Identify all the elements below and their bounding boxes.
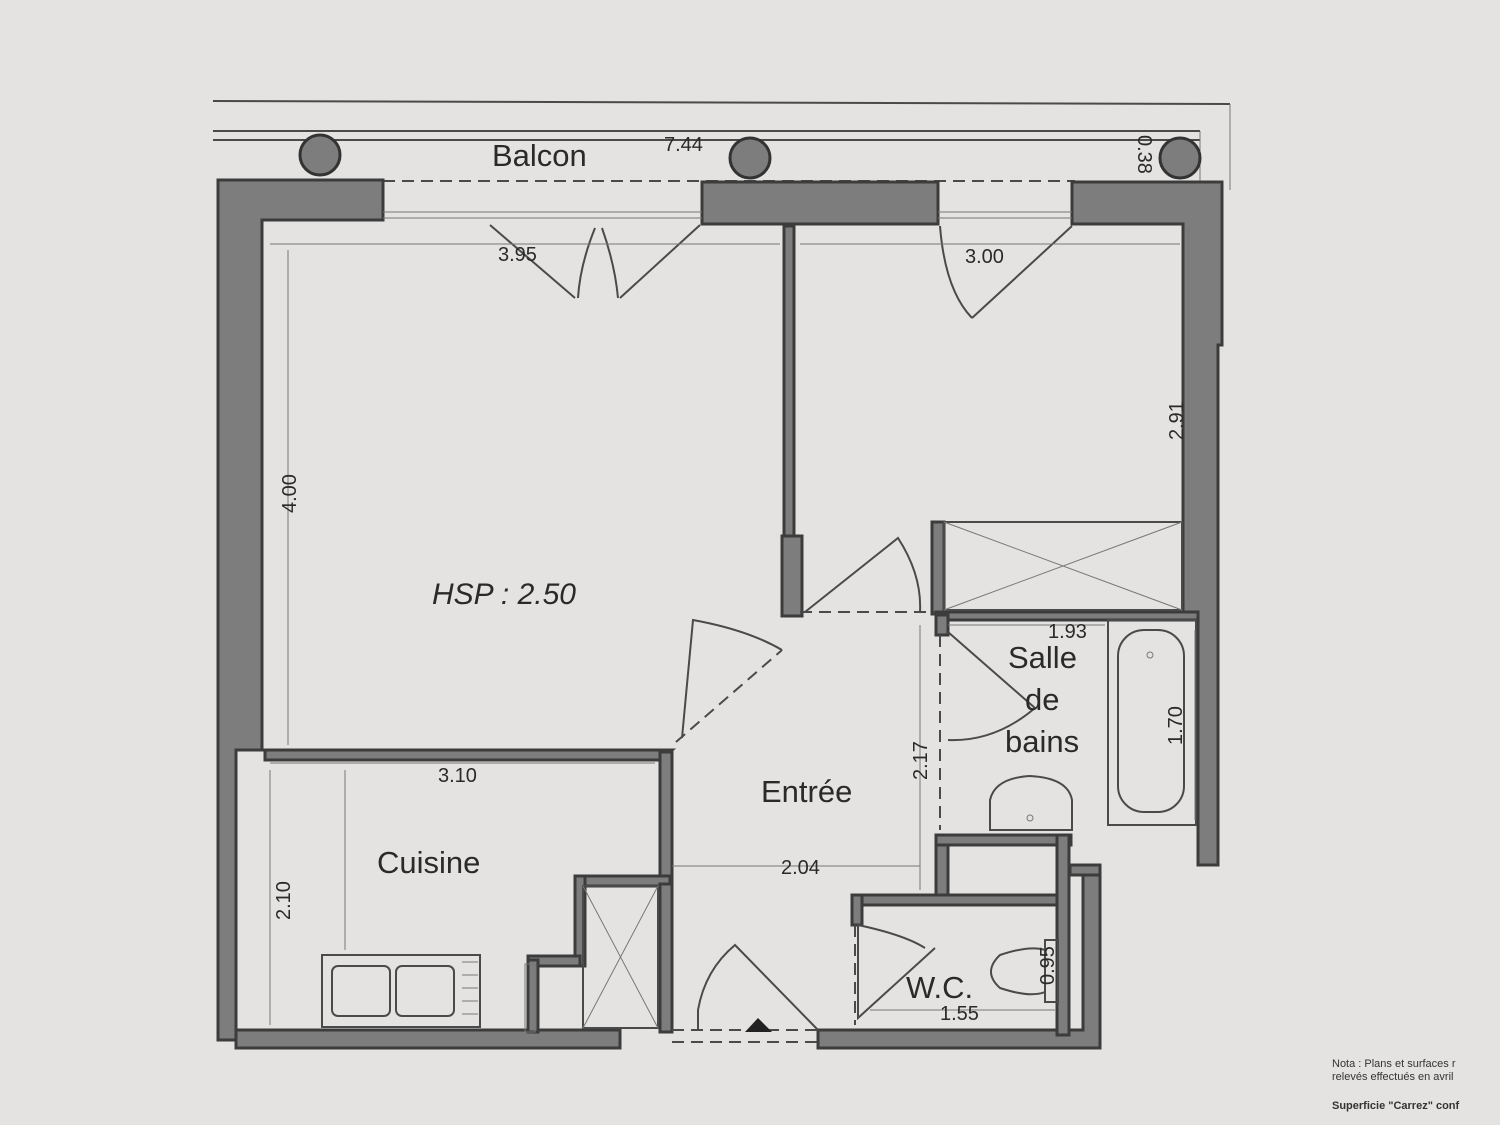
note-line-2: relevés effectués en avril <box>1332 1071 1454 1083</box>
bedroom-closet <box>943 521 1183 611</box>
dim-living-height: 4.00 <box>279 474 301 513</box>
dim-kitchen-width: 3.10 <box>438 765 477 787</box>
note-line-3: Superficie "Carrez" conf <box>1332 1100 1460 1112</box>
entrance-label: Entrée <box>761 774 852 809</box>
dim-bathtub-length: 1.70 <box>1165 706 1187 745</box>
ceiling-height-label: HSP : 2.50 <box>432 578 576 611</box>
bathtub <box>1107 619 1197 826</box>
balcony-label: Balcon <box>492 138 587 173</box>
exterior-walls <box>216 178 1224 1050</box>
bathroom-label-line2: de <box>1025 682 1059 717</box>
kitchen-closet <box>582 885 659 1029</box>
doors <box>489 224 1073 1043</box>
balcony <box>212 100 1231 190</box>
dim-living-width: 3.95 <box>498 244 537 266</box>
dim-entrance-width: 2.04 <box>781 857 820 879</box>
balcony-column-left <box>298 133 342 177</box>
entrance-arrow <box>745 1018 772 1032</box>
dim-bedroom-height: 2.91 <box>1166 401 1188 440</box>
kitchen-label: Cuisine <box>377 845 480 880</box>
dim-entrance-height: 2.17 <box>910 741 932 780</box>
window-openings <box>383 211 1072 219</box>
dim-wc-depth: 0.95 <box>1037 946 1059 985</box>
balcony-column-right <box>1158 136 1202 180</box>
dim-wc-width: 1.55 <box>940 1003 979 1025</box>
dim-balcony-depth: 0.38 <box>1133 135 1155 174</box>
bathroom-label-line3: bains <box>1005 724 1079 759</box>
note-line-1: Nota : Plans et surfaces r <box>1332 1058 1456 1070</box>
bathroom-label-line1: Salle <box>1008 640 1077 675</box>
wc-label: W.C. <box>906 970 973 1005</box>
plan-note: Nota : Plans et surfaces r relevés effec… <box>1332 1058 1459 1113</box>
washbasin <box>989 774 1073 831</box>
dim-kitchen-height: 2.10 <box>273 881 295 920</box>
interior-walls <box>263 224 1200 1037</box>
kitchen-sink-counter <box>321 954 481 1028</box>
toilet <box>990 939 1059 1003</box>
fixtures <box>321 521 1197 1033</box>
dimension-lines <box>269 228 1196 1025</box>
dim-bedroom-width: 3.00 <box>965 246 1004 268</box>
balcony-column-middle <box>728 136 772 180</box>
dim-bath-width: 1.93 <box>1048 621 1087 643</box>
dim-balcony-length: 7.44 <box>664 134 703 156</box>
